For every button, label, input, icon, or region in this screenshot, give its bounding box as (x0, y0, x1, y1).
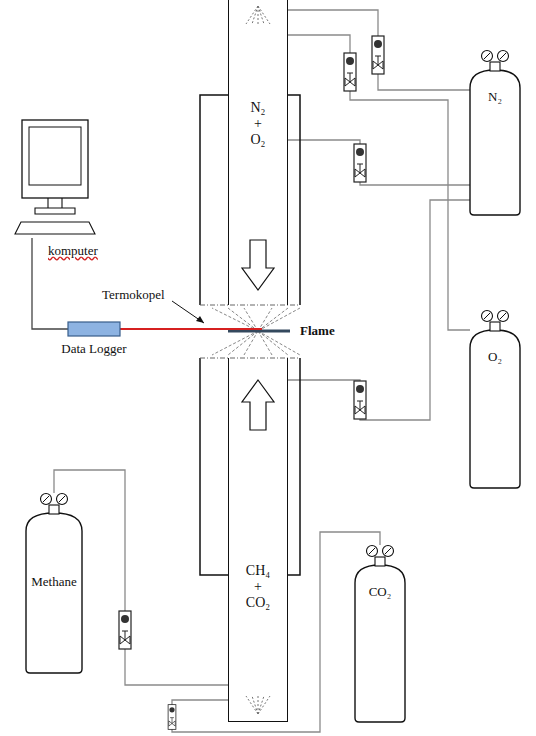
leader-line (172, 301, 204, 323)
flow-arrow-down (242, 240, 274, 290)
pressure-gauge (498, 51, 509, 62)
flowmeter (354, 381, 366, 419)
flowmeter (119, 611, 131, 649)
node-label: CH₄ + CO₂ (246, 563, 270, 611)
nozzle-exit (200, 305, 300, 306)
cylinder-valve (375, 557, 385, 566)
flowmeter (372, 36, 384, 74)
gauge-needle (484, 313, 490, 319)
gauge-needle (484, 53, 490, 59)
lower-burner-tube: CH₄ + CO₂ (228, 358, 288, 722)
gas-cylinder: O₂ (470, 310, 520, 488)
pressure-gauge (383, 546, 394, 557)
spray-top (246, 6, 270, 24)
pressure-gauge (482, 51, 493, 62)
cylinder-body (470, 330, 520, 488)
gas-line (172, 532, 380, 732)
node-label: O₂ (488, 350, 502, 365)
cyl-outline (470, 50, 520, 215)
gauge-needle (59, 496, 65, 502)
cylinder-body (355, 565, 405, 722)
flow-arrow-up (242, 380, 274, 430)
gauge-needle (500, 53, 506, 59)
part-label: Termokopel (102, 287, 165, 303)
node-label: N₂ (488, 90, 502, 105)
logger-outline (68, 322, 120, 336)
gas-line (288, 10, 470, 90)
gas-line (288, 35, 470, 330)
pressure-gauge (367, 546, 378, 557)
spray-bottom (246, 696, 270, 714)
cylinder-body (26, 513, 82, 673)
gas-line (288, 200, 470, 420)
gas-cylinder: Methane (26, 493, 82, 673)
node-label: Data Logger (61, 342, 126, 357)
node-label: Methane (31, 575, 76, 590)
pressure-gauge (498, 311, 509, 322)
leader-arrowhead (196, 316, 204, 323)
monitor (22, 120, 88, 198)
upper-shroud (200, 95, 300, 305)
data-logger-box: Data Logger (68, 322, 120, 336)
cylinder-valve (490, 322, 500, 331)
node-label: komputer (48, 244, 98, 259)
pressure-gauge (482, 311, 493, 322)
gauge-needle (385, 548, 391, 554)
upper-burner-tube: N₂ + O₂ (228, 0, 288, 305)
cyl-outline (355, 545, 405, 722)
gauge-needle (500, 313, 506, 319)
gas-line (288, 140, 470, 185)
logger-body (68, 322, 120, 336)
gauge-needle (369, 548, 375, 554)
pressure-gauge (41, 494, 52, 505)
cylinder-valve (490, 62, 500, 71)
flame-zone (212, 308, 300, 355)
part-label: Flame (300, 323, 335, 339)
computer-node: komputer (15, 118, 95, 238)
flowmeter (344, 53, 356, 91)
flowmeter (168, 705, 176, 730)
pressure-gauge (57, 494, 68, 505)
cyl-outline (470, 310, 520, 488)
flowmeter (354, 144, 366, 182)
gauge-needle (43, 496, 49, 502)
node-label: CO₂ (369, 585, 392, 600)
monitor-screen (29, 127, 81, 185)
computer-outline (15, 118, 95, 238)
cylinder-body (470, 70, 520, 215)
thermocouple-wire (120, 328, 262, 330)
gas-cylinder: CO₂ (355, 545, 405, 722)
keyboard (15, 222, 95, 234)
lower-shroud (200, 358, 300, 575)
monitor-stand (35, 198, 75, 214)
gas-cylinder: N₂ (470, 50, 520, 215)
node-label: N₂ + O₂ (251, 100, 266, 148)
cylinder-valve (49, 505, 59, 514)
